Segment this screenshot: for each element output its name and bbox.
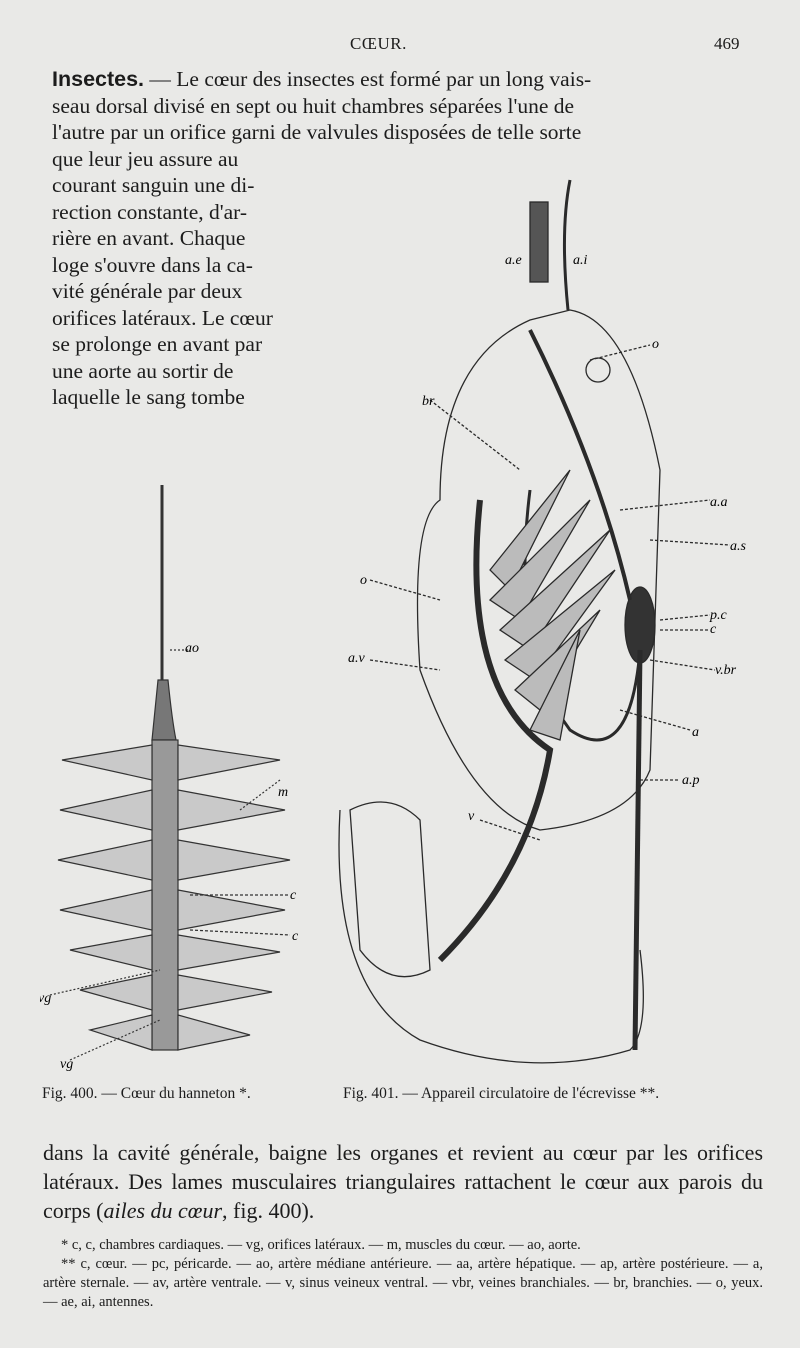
continuation-paragraph: dans la cavité générale, baigne les orga… (43, 1138, 763, 1225)
fig401-caption: Fig. 401. — Appareil circulatoire de l'é… (343, 1085, 660, 1102)
label-ai: a.i (573, 253, 588, 268)
label-o: o (652, 337, 659, 352)
header-title: CŒUR. (350, 34, 407, 53)
label-as: a.s (730, 539, 747, 554)
label-vbr: v.br (715, 663, 737, 678)
text-line: se prolonge en avant par (52, 332, 263, 356)
text-line: orifices latéraux. Le cœur (52, 305, 273, 330)
text-line: l'autre par un orifice garni de valvules… (52, 120, 582, 144)
text-line: — Le cœur des insectes est formé par un … (144, 67, 592, 91)
page-number: 469 (714, 34, 740, 53)
label-m: m (278, 785, 288, 800)
label-a: a (692, 725, 699, 740)
text-line: laquelle le sang tombe (52, 385, 245, 409)
narrow-column: que leur jeu assure au courant sanguin u… (52, 146, 307, 411)
label-o: o (360, 573, 367, 588)
footnote-1: * c, c, chambres cardiaques. — vg, orifi… (61, 1237, 581, 1253)
text-line: rière en avant. Chaque (52, 226, 246, 250)
text-line: une aorte au sortir de (52, 358, 234, 383)
label-br: br (422, 394, 435, 409)
label-c: c (292, 929, 299, 944)
label-pc: p.c (709, 608, 728, 623)
text-line: vité générale par deux (52, 279, 243, 303)
fig401-illustration: a.e a.i o br a.a a.s o p.c c a.v v.br a … (338, 179, 747, 1064)
label-av: a.v (348, 651, 366, 666)
label-vg: vg (40, 991, 51, 1006)
text-line: loge s'ouvre dans la ca- (52, 252, 253, 277)
label-vg: vg (60, 1057, 73, 1072)
text-line: seau dorsal divisé en sept ou huit chamb… (52, 93, 575, 118)
text: dans la cavité générale, baigne les orga… (43, 1140, 763, 1223)
fig400-caption: Fig. 400. — Cœur du hanneton *. (42, 1085, 251, 1102)
text-line: rection constante, d'ar- (52, 199, 248, 224)
running-header: CŒUR. 469 (0, 34, 800, 58)
text-line: que leur jeu assure au (52, 146, 239, 171)
text: , fig. 400). (222, 1198, 315, 1223)
section-heading: Insectes. (52, 67, 145, 91)
italic-term: ailes du cœur (103, 1198, 223, 1223)
label-c: c (290, 888, 297, 903)
text-line: courant sanguin une di- (52, 173, 255, 197)
label-c: c (710, 622, 717, 637)
label-ao: ao (185, 641, 199, 656)
label-ae: a.e (505, 253, 522, 268)
intro-paragraph: Insectes. — Le cœur des insectes est for… (52, 66, 758, 411)
label-v: v (468, 809, 475, 824)
label-aa: a.a (710, 495, 728, 510)
footnote-2: ** c, cœur. — pc, péricarde. — ao, artèr… (43, 1256, 763, 1310)
label-ap: a.p (682, 773, 700, 788)
fig400-illustration: ao m c c vg vg (40, 485, 299, 1072)
footnotes: * c, c, chambres cardiaques. — vg, orifi… (43, 1236, 763, 1312)
